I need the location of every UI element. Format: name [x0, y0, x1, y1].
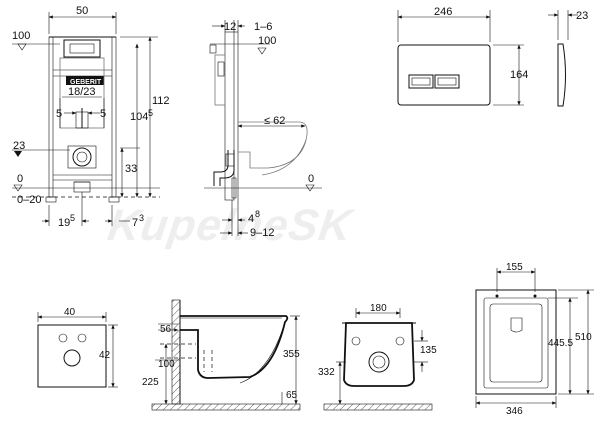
dim-7-sup: 3 — [139, 213, 144, 223]
dim-112: 112 — [152, 95, 170, 107]
frame-side-view: 12 1–6 100 ≤ 62 0 4 8 9–12 — [204, 20, 322, 239]
dim-42: 42 — [99, 350, 111, 361]
dim-5-right: 5 — [100, 108, 106, 120]
dim-155: 155 — [506, 262, 523, 273]
dim-56: 56 — [160, 324, 172, 335]
dim-104: 104 — [130, 111, 148, 123]
dim-9-12: 9–12 — [250, 227, 274, 239]
dim-4-8-sup: 8 — [255, 209, 260, 219]
dim-12: 12 — [224, 21, 236, 33]
dim-50: 50 — [76, 5, 88, 17]
dim-1-6: 1–6 — [254, 21, 272, 33]
dim-7: 7 — [132, 217, 138, 229]
small-plate-view: 40 42 — [37, 307, 118, 388]
dim-19-sup: 5 — [70, 213, 75, 223]
dim-100-side: 100 — [258, 35, 276, 47]
flush-plate-side: 23 — [548, 10, 588, 107]
bowl-top-view: 155 510 445.5 346 — [475, 262, 594, 417]
dim-355: 355 — [283, 349, 300, 360]
dim-5-left: 5 — [56, 108, 62, 120]
dim-104-sup: 5 — [148, 108, 153, 118]
dim-19: 19 — [58, 217, 70, 229]
dim-18-23: 18/23 — [68, 86, 96, 98]
frame-front-view: GEBERIT 50 100 18/23 5 5 112 — [12, 5, 170, 229]
dim-33: 33 — [125, 163, 137, 175]
dim-346: 346 — [506, 406, 523, 417]
dim-225: 225 — [142, 377, 159, 388]
bowl-rear-view: 180 135 332 — [318, 303, 437, 411]
dim-0-floor: 0 — [17, 173, 23, 185]
dim-40: 40 — [64, 307, 76, 318]
dim-23-plate: 23 — [576, 10, 588, 22]
dim-23: 23 — [13, 140, 25, 152]
dim-65: 65 — [286, 390, 298, 401]
dim-0-20: 0–20 — [17, 194, 41, 206]
dim-180: 180 — [370, 303, 387, 314]
dim-135: 135 — [420, 345, 437, 356]
dim-510: 510 — [575, 332, 592, 343]
dim-445-5: 445.5 — [548, 338, 573, 349]
dim-0-side: 0 — [308, 173, 314, 185]
dim-164: 164 — [510, 69, 528, 81]
dim-332: 332 — [318, 367, 335, 378]
bowl-side-view: 56 100 225 355 65 — [142, 299, 301, 411]
dim-100-left: 100 — [12, 30, 30, 42]
dim-100-bowl: 100 — [158, 359, 175, 370]
dim-62: ≤ 62 — [264, 115, 285, 127]
dim-246: 246 — [434, 6, 452, 18]
flush-plate-front: 246 164 — [397, 6, 528, 106]
dim-4-8: 4 — [248, 213, 254, 225]
geberit-logo: GEBERIT — [70, 79, 102, 86]
watermark-text: KupelneSK — [105, 201, 358, 250]
